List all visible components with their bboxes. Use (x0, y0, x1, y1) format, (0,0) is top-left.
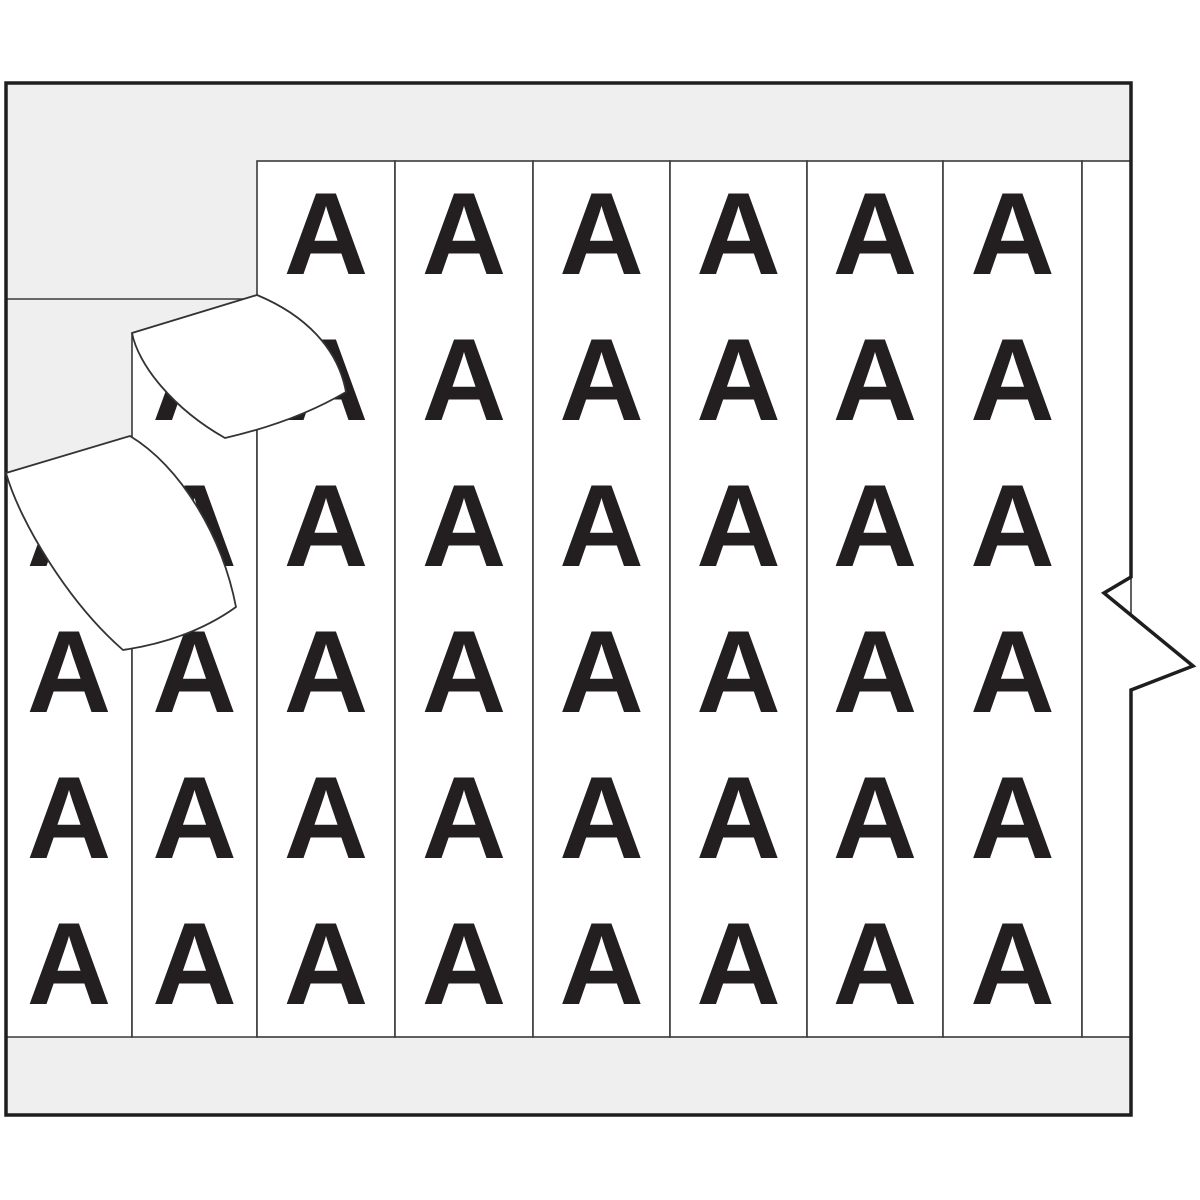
label-strips (5, 160, 1132, 1038)
label-strip-6-bg (669, 160, 808, 1038)
label-strip-7-bg (806, 160, 944, 1038)
peeling-label-top (131, 294, 347, 439)
peeling-label-bottom (5, 435, 237, 651)
label-strip-8-bg (942, 160, 1083, 1038)
label-strip-4-bg (394, 160, 534, 1038)
label-strip-5-bg (532, 160, 671, 1038)
card-border (4, 81, 1197, 1117)
card-edge-notch-fill (1104, 575, 1193, 692)
